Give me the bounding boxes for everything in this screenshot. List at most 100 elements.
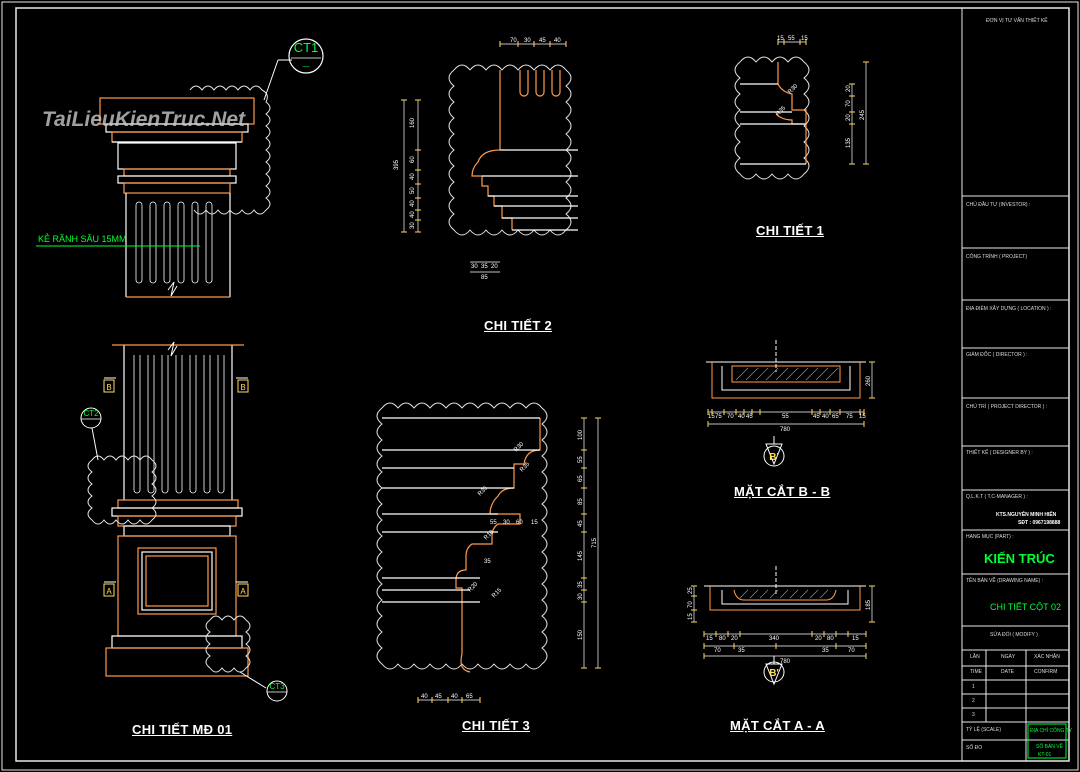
ct3-profile: [382, 417, 541, 673]
label-chi-tiet-3: CHI TIẾT 3: [462, 718, 531, 733]
ct1-dim-right-2: 20: [846, 114, 852, 121]
ct2-dim-left-1: 60: [410, 156, 416, 163]
tb-row-3: 3: [972, 712, 975, 718]
ct3-radius-4: R20: [467, 581, 479, 593]
tb-manager: Q.L.K.T ( T.C-MANAGER ) :: [966, 494, 1028, 500]
ct3-callout-circle: [266, 680, 288, 702]
section-markers: [103, 377, 249, 597]
groove-note: KẺ RÃNH SÂU 15MM: [38, 234, 127, 244]
tb-drawing-name-label: TÊN BẢN VẼ (DRAWING NAME) :: [966, 578, 1044, 584]
ct3-dim-inner-0: 55: [490, 520, 497, 526]
ct3-dim-total: 715: [592, 537, 598, 548]
tb-drawing-name: CHI TIẾT CỘT 02: [990, 602, 1062, 612]
column-lower-elevation: [105, 344, 249, 677]
bb-dim-6: 45: [813, 414, 820, 420]
bb-dim-total: 780: [780, 427, 791, 433]
tb-part-label: HẠNG MỤC (PART) :: [966, 534, 1014, 540]
bb-dim-4: 45: [746, 414, 753, 420]
tb-person: KTS.NGUYỄN MINH HIẾN: [996, 512, 1057, 518]
aa-row2-0: 70: [714, 648, 721, 654]
aa-row1-6: 15: [852, 636, 859, 642]
title-stamp-box: [1027, 723, 1067, 759]
bb-dim-5: 55: [782, 414, 789, 420]
tb-phone: SĐT : 0967198888: [1018, 520, 1061, 526]
aa-right: 185: [866, 599, 872, 610]
ct1-radius-0: R30: [787, 83, 799, 95]
label-chi-tiet-2: CHI TIẾT 2: [484, 318, 553, 333]
section-aa-dim-ticks: [691, 585, 875, 659]
ct3-dim-inner-4: 35: [484, 559, 491, 565]
aa-row1-1: 80: [719, 636, 726, 642]
tb-modify: SỬA ĐỔI ( MODIFY ): [990, 632, 1038, 638]
ct2-dim-total: 395: [394, 159, 400, 170]
tb-company: ĐƠN VỊ TƯ VẤN THIẾT KẾ: [986, 18, 1048, 24]
aa-row1-4: 20: [815, 636, 822, 642]
ct3-dim-bottom-2: 40: [451, 694, 458, 700]
b-prime-marker-aa: [765, 656, 783, 686]
ct2-dim-left-2: 40: [410, 173, 416, 180]
ct3-dim-right-1: 55: [578, 456, 584, 463]
ct3-radius-5: R15: [491, 587, 503, 599]
ct1-revision-cloud: [189, 85, 271, 215]
ct2-dim-left-4: 40: [410, 200, 416, 207]
ct3-dim-right-6: 35: [578, 581, 584, 588]
tb-sub-date: DATE: [1001, 669, 1014, 675]
b-prime-label-bb: B': [769, 452, 779, 463]
watermark-logo: TaiLieuKienTruc.Net: [42, 108, 246, 131]
ct3-dim-right-2: 65: [578, 475, 584, 482]
ct1-dim-ticks: [777, 39, 869, 165]
break-line-top: [167, 281, 178, 297]
ct1-dim-top-2: 15: [801, 36, 808, 42]
ct2-dim-top-2: 45: [539, 38, 546, 44]
ct2-dim-lines: [403, 43, 566, 273]
ct3-radius-2: R35: [477, 485, 489, 497]
ct2-dim-top-1: 30: [524, 38, 531, 44]
tb-director: GIÁM ĐỐC ( DIRECTOR ) :: [966, 352, 1028, 358]
ct2-dim-left-3: 50: [410, 187, 416, 194]
label-chi-tiet-1: CHI TIẾT 1: [756, 223, 825, 238]
ct2-dim-left-6: 30: [410, 222, 416, 229]
ct1-dim-total: 245: [860, 109, 866, 120]
section-b-left: B: [106, 383, 111, 392]
aa-left-0: 25: [688, 587, 694, 594]
inner-frame: [15, 7, 1070, 762]
aa-row1-5: 80: [827, 636, 834, 642]
ct1-profile: [740, 62, 807, 165]
aa-row1-2: 20: [731, 636, 738, 642]
ct3-revision-cloud: [205, 615, 251, 673]
title-block-frame: [961, 8, 1069, 761]
ct1-dim-top-0: 15: [777, 36, 784, 42]
section-bb-hatch: [735, 367, 839, 381]
tb-location: ĐỊA ĐIỂM XÂY DỰNG ( LOCATION ) :: [966, 306, 1052, 312]
bb-dim-7: 40: [822, 414, 829, 420]
ct2-dim-top-3: 40: [554, 38, 561, 44]
ct3-dim-bottom-1: 45: [435, 694, 442, 700]
ct1-callout-circle: [288, 38, 324, 74]
section-a-right: A: [240, 587, 246, 596]
ct2-callout-text: CT2: [83, 409, 99, 418]
ct2-profile: [471, 70, 578, 231]
ct3-detail-cloud: [376, 402, 548, 670]
ct1-dim-right-1: 70: [846, 100, 852, 107]
aa-row2-3: 70: [848, 648, 855, 654]
ct1-callout-text: CT1: [294, 40, 319, 55]
section-bb-dim-ticks: [707, 361, 875, 427]
aa-dim-total: 780: [780, 659, 791, 665]
section-a-left: A: [106, 587, 112, 596]
ct1-dim-top-1: 55: [788, 36, 795, 42]
tb-head-date: NGÀY: [1001, 654, 1016, 660]
bb-dim-9: 75: [846, 414, 853, 420]
tb-sub-confirm: CONFIRM: [1034, 669, 1058, 675]
ct2-dim-bottom-1: 35: [481, 264, 488, 270]
bb-dim-8: 65: [832, 414, 839, 420]
ct3-dim-bottom-0: 40: [421, 694, 428, 700]
section-bb-drawing: [706, 340, 866, 399]
bb-dim-height: 260: [866, 375, 872, 386]
label-mat-cat-aa: MẶT CẮT A - A: [730, 718, 825, 733]
b-prime-label-aa: B': [769, 668, 779, 679]
ct1-detail-cloud: [734, 56, 810, 180]
ct3-dim-right-0: 100: [578, 429, 584, 440]
break-line-bottom: [167, 341, 178, 357]
column-upper-flutes: [135, 201, 213, 284]
